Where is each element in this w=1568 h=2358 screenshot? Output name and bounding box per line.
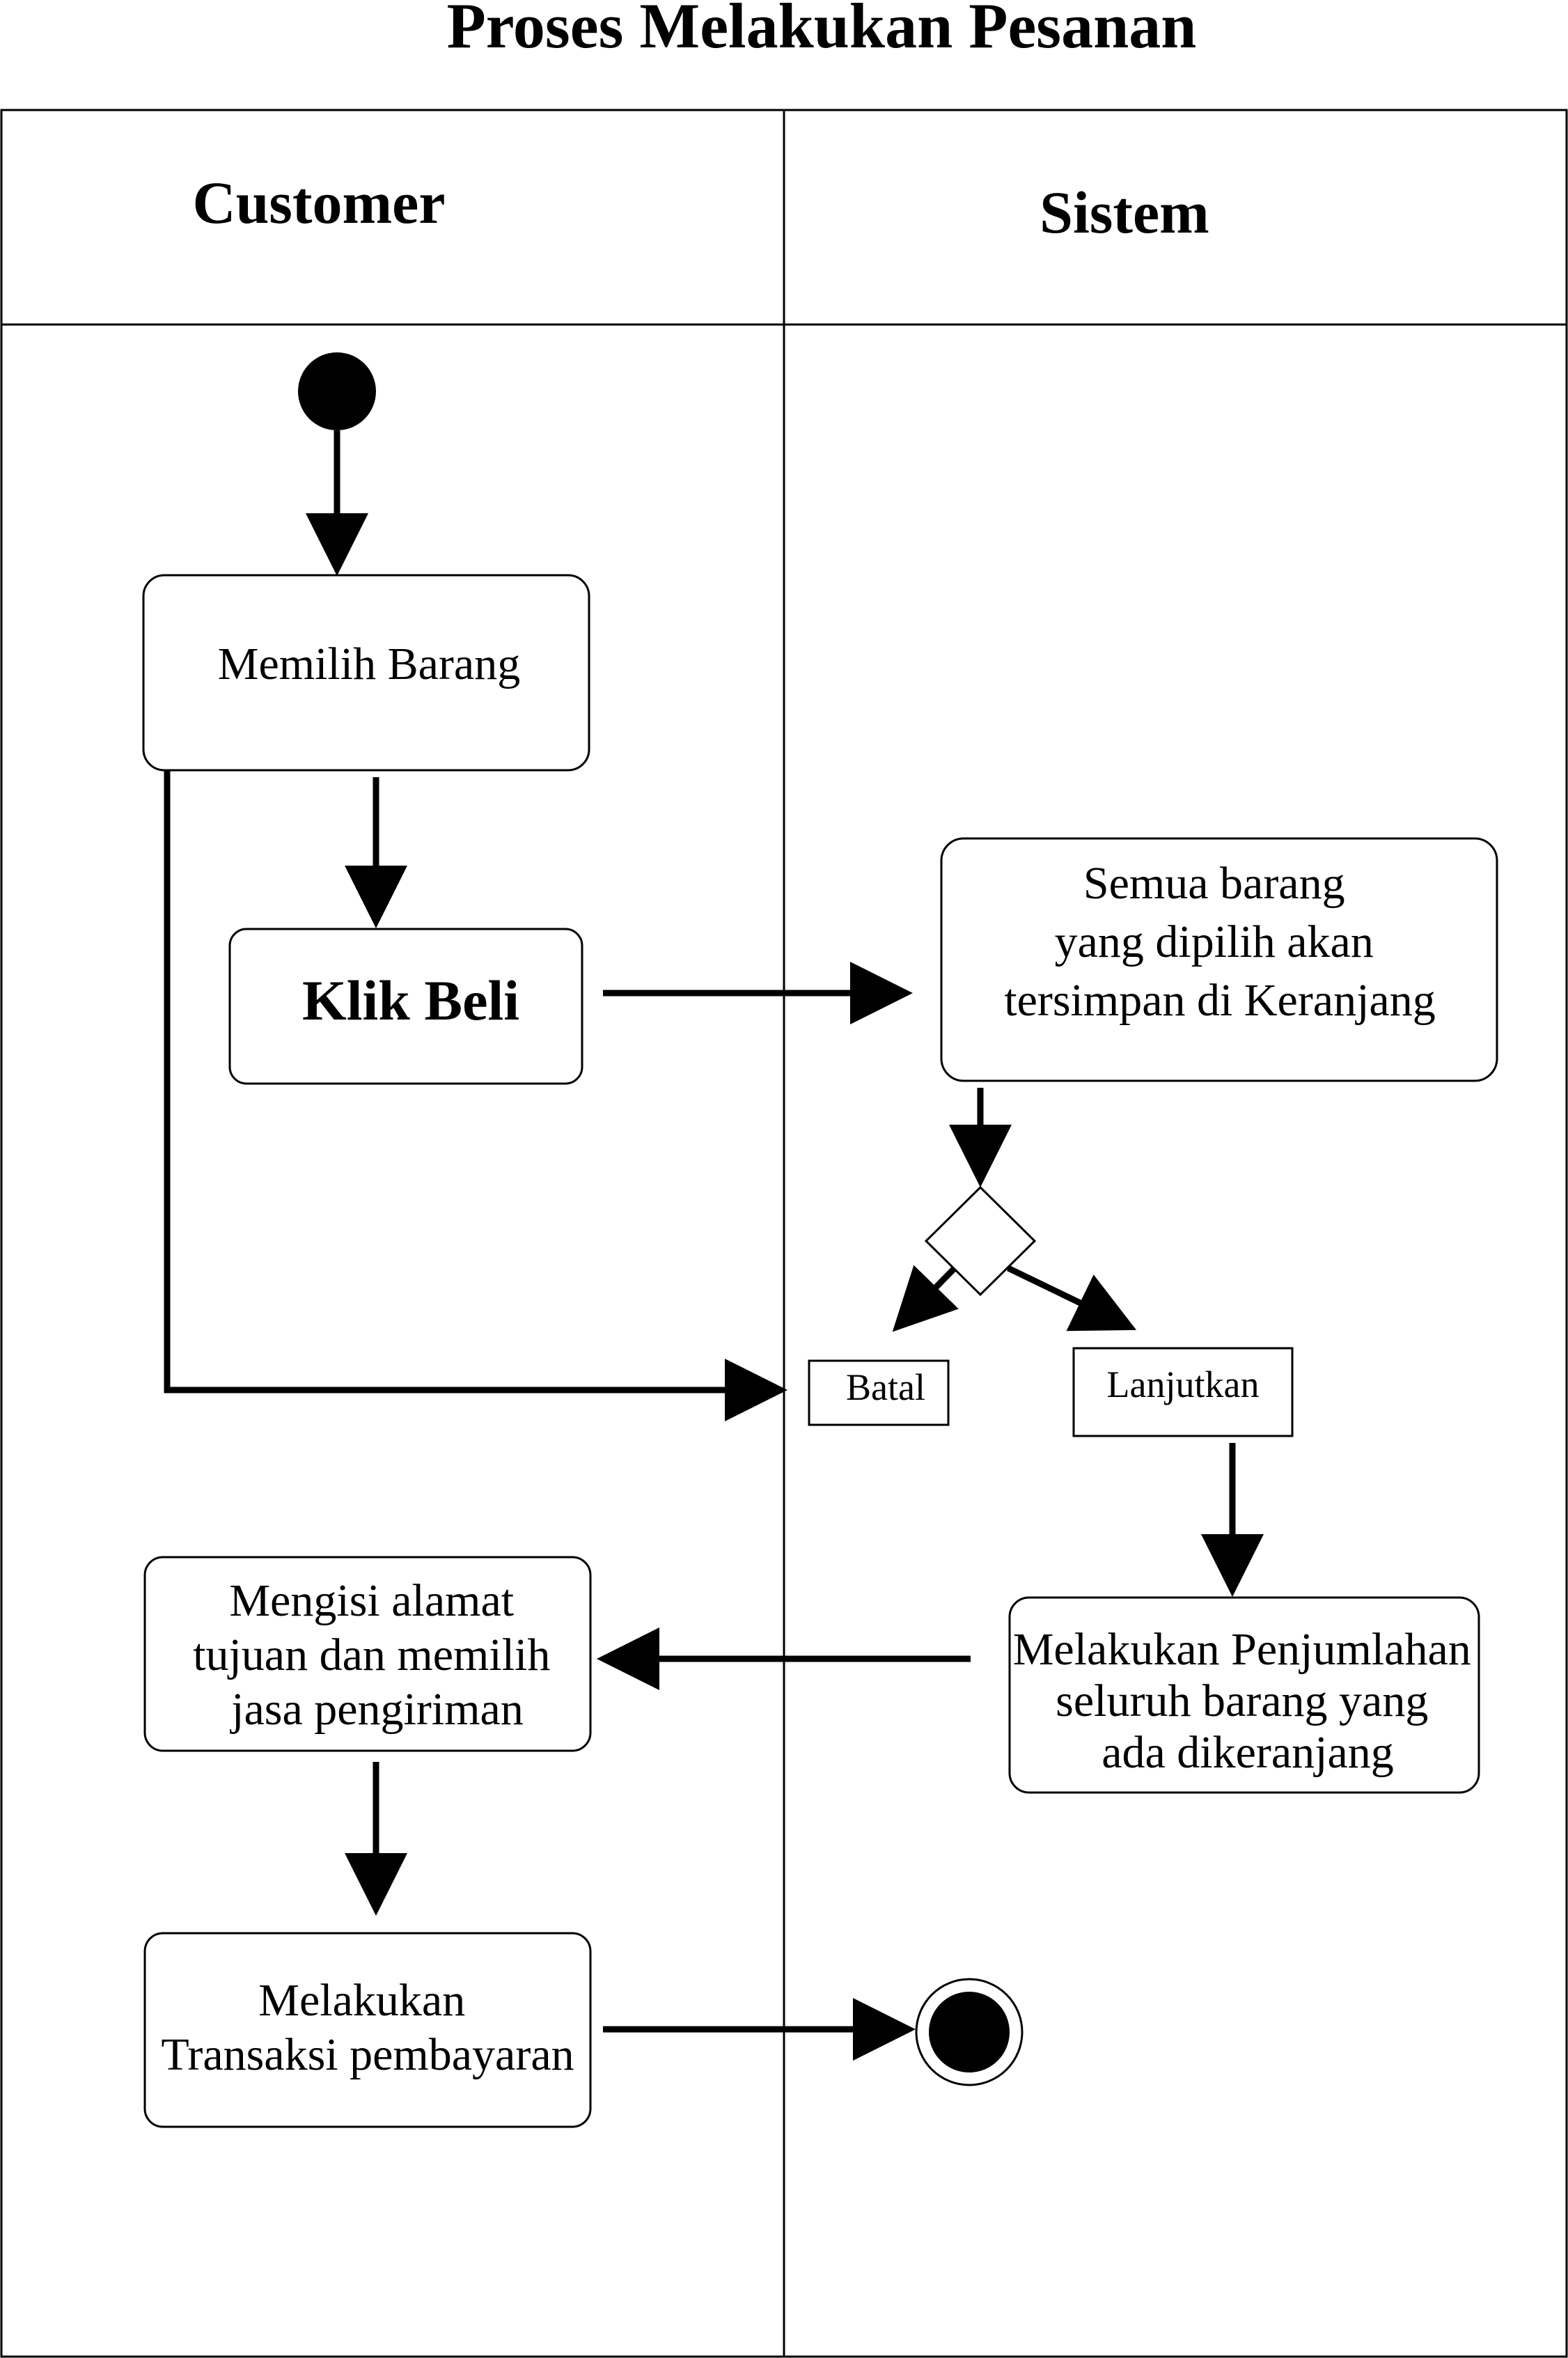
svg-text:Klik Beli: Klik Beli (302, 969, 519, 1032)
guard-lanjutkan: Lanjutkan (1072, 1347, 1294, 1437)
activity-label-line: tersimpan di Keranjang (1004, 975, 1435, 1026)
swimlane-frame (0, 109, 1568, 2358)
activity-label-line: Semua barang (1083, 858, 1345, 909)
svg-text:Melakukan Transaksi pemb: Melakukan Transaksi pembayaran (161, 1975, 574, 2080)
activity-label-line: ada dikeranjang (1101, 1727, 1394, 1778)
guard-label: Batal (846, 1366, 925, 1408)
activity-alamat: Mengisi alamat tujuan dan memilih jasa p… (143, 1556, 592, 1752)
activity-label-line: Melakukan Penjumlahan (1013, 1624, 1471, 1675)
svg-text:Mengisi alamat tujuan da: Mengisi alamat tujuan dan memilih jasa p… (193, 1575, 562, 1735)
final-node (915, 1978, 1024, 2086)
activity-label-line: Melakukan (258, 1975, 465, 2026)
activity-label-line: jasa pengiriman (230, 1684, 524, 1735)
activity-label-line: Klik Beli (302, 969, 519, 1032)
svg-text:Batal: Batal (846, 1366, 925, 1408)
activity-label-line: seluruh barang yang (1056, 1676, 1428, 1726)
activity-label-line: Transaksi pembayaran (161, 2029, 574, 2080)
flow-memilih-to-batal (164, 770, 787, 1421)
activity-penjumlahan: Melakukan Penjumlahan seluruh barang yan… (1008, 1596, 1483, 1794)
activity-klik-beli: Klik Beli (228, 928, 583, 1085)
lane-header-sistem: Sistem (1040, 179, 1209, 246)
lane-header-customer: Customer (192, 169, 445, 236)
activity-memilih-barang: Memilih Barang (142, 574, 590, 772)
activity-label-line: Mengisi alamat (229, 1575, 514, 1626)
diagram-title: Proses Melakukan Pesanan (447, 0, 1197, 61)
initial-node (298, 352, 376, 430)
svg-text:Melakukan Penjumlahan se: Melakukan Penjumlahan seluruh barang yan… (1013, 1624, 1483, 1778)
svg-text:Memilih Barang: Memilih Barang (218, 639, 520, 689)
flow-decision-to-lanjutkan (1007, 1265, 1137, 1332)
guard-batal: Batal (808, 1359, 950, 1426)
svg-text:Lanjutkan: Lanjutkan (1107, 1364, 1260, 1405)
activity-label-line: yang dipilih akan (1055, 916, 1374, 967)
flow-decision-to-batal (892, 1265, 959, 1332)
activity-transaksi: Melakukan Transaksi pembayaran (143, 1932, 592, 2128)
activity-keranjang: Semua barang yang dipilih akan tersimpan… (940, 837, 1498, 1082)
activity-label-line: Memilih Barang (218, 639, 520, 689)
guard-label: Lanjutkan (1107, 1364, 1260, 1405)
activity-label-line: tujuan dan memilih (193, 1630, 550, 1680)
svg-text:Semua barang yang dipili: Semua barang yang dipilih akan tersimpan… (1004, 858, 1435, 1026)
